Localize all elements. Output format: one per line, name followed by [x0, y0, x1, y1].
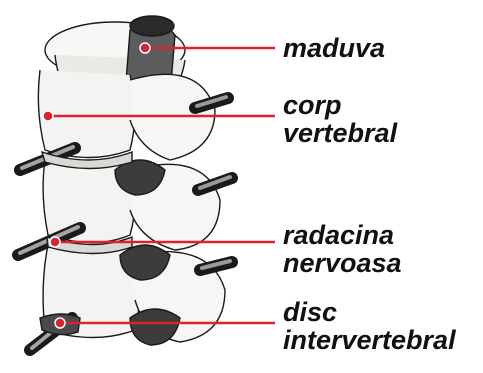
label-disc-intervertebral: disc intervertebral [283, 298, 456, 354]
label-maduva-line-1: maduva [283, 34, 385, 62]
label-maduva: maduva [283, 34, 385, 62]
label-radacina-nervoasa: radacina nervoasa [283, 221, 402, 277]
cord-top [130, 16, 174, 36]
label-corp-vertebral: corp vertebral [283, 91, 397, 147]
label-radacina-line-2: nervoasa [283, 249, 402, 277]
label-corp-line-2: vertebral [283, 119, 397, 147]
label-radacina-line-1: radacina [283, 221, 402, 249]
dot-disc [55, 318, 65, 328]
dot-corp [43, 111, 53, 121]
label-disc-line-2: intervertebral [283, 326, 456, 354]
label-corp-line-1: corp [283, 91, 397, 119]
dot-radacina [50, 237, 60, 247]
vertebral-column-drawing [18, 16, 232, 350]
label-disc-line-1: disc [283, 298, 456, 326]
dot-maduva [140, 43, 150, 53]
